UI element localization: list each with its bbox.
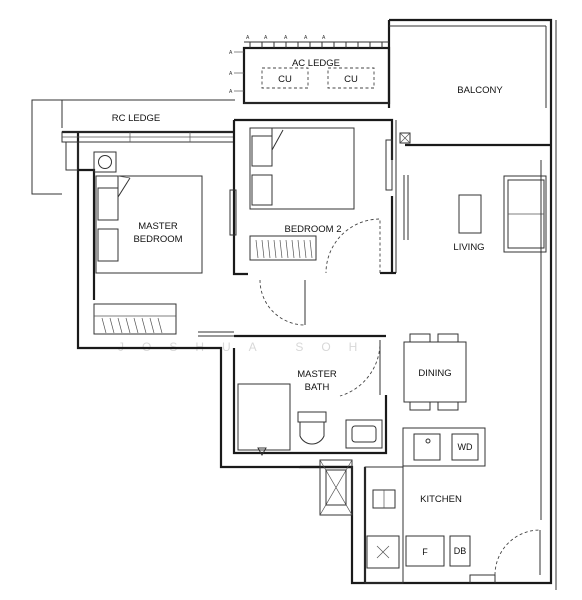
- svg-text:A: A: [284, 35, 288, 41]
- watermark: JOSHUA SOH: [118, 340, 375, 354]
- svg-text:A: A: [322, 35, 326, 41]
- master-bedroom-label-1: MASTER: [138, 221, 178, 232]
- living: LIVING: [453, 175, 547, 253]
- living-window: [403, 175, 409, 240]
- cu-right-label: CU: [344, 74, 358, 85]
- balcony-label: BALCONY: [457, 85, 503, 96]
- master-bath-label-1: MASTER: [297, 369, 337, 380]
- master-bedroom: MASTER BEDROOM: [78, 151, 203, 335]
- bedroom-2: BEDROOM 2: [229, 118, 397, 276]
- living-label: LIVING: [453, 242, 484, 253]
- bedroom-2-label: BEDROOM 2: [284, 224, 341, 235]
- rc-ledge-label: RC LEDGE: [112, 113, 161, 124]
- outer-walls: [31, 18, 557, 590]
- kitchen: WD F DB KITCHEN: [363, 427, 541, 584]
- master-bedroom-label-2: BEDROOM: [133, 234, 182, 245]
- shaft-box: [399, 132, 411, 144]
- dining: DINING: [403, 333, 467, 411]
- master-bath-label-2: BATH: [305, 382, 330, 393]
- svg-text:A: A: [229, 50, 233, 56]
- service-shaft: [319, 459, 353, 516]
- svg-text:A: A: [304, 35, 308, 41]
- master-bath: MASTER BATH: [198, 331, 388, 457]
- ac-ledge-label: AC LEDGE: [292, 58, 340, 69]
- kitchen-label: KITCHEN: [420, 494, 462, 505]
- svg-text:A: A: [229, 89, 233, 95]
- dining-label: DINING: [418, 368, 451, 379]
- svg-text:A: A: [264, 35, 268, 41]
- db-label: DB: [454, 546, 467, 556]
- svg-text:A: A: [229, 71, 233, 77]
- rc-ledge-window: [61, 131, 235, 171]
- fridge-label: F: [422, 547, 428, 557]
- cu-left-label: CU: [278, 74, 292, 85]
- svg-text:A: A: [246, 35, 250, 41]
- wd-label: WD: [458, 442, 473, 452]
- ac-ledge: AC LEDGE CU CU A A A A A A A A: [229, 35, 391, 105]
